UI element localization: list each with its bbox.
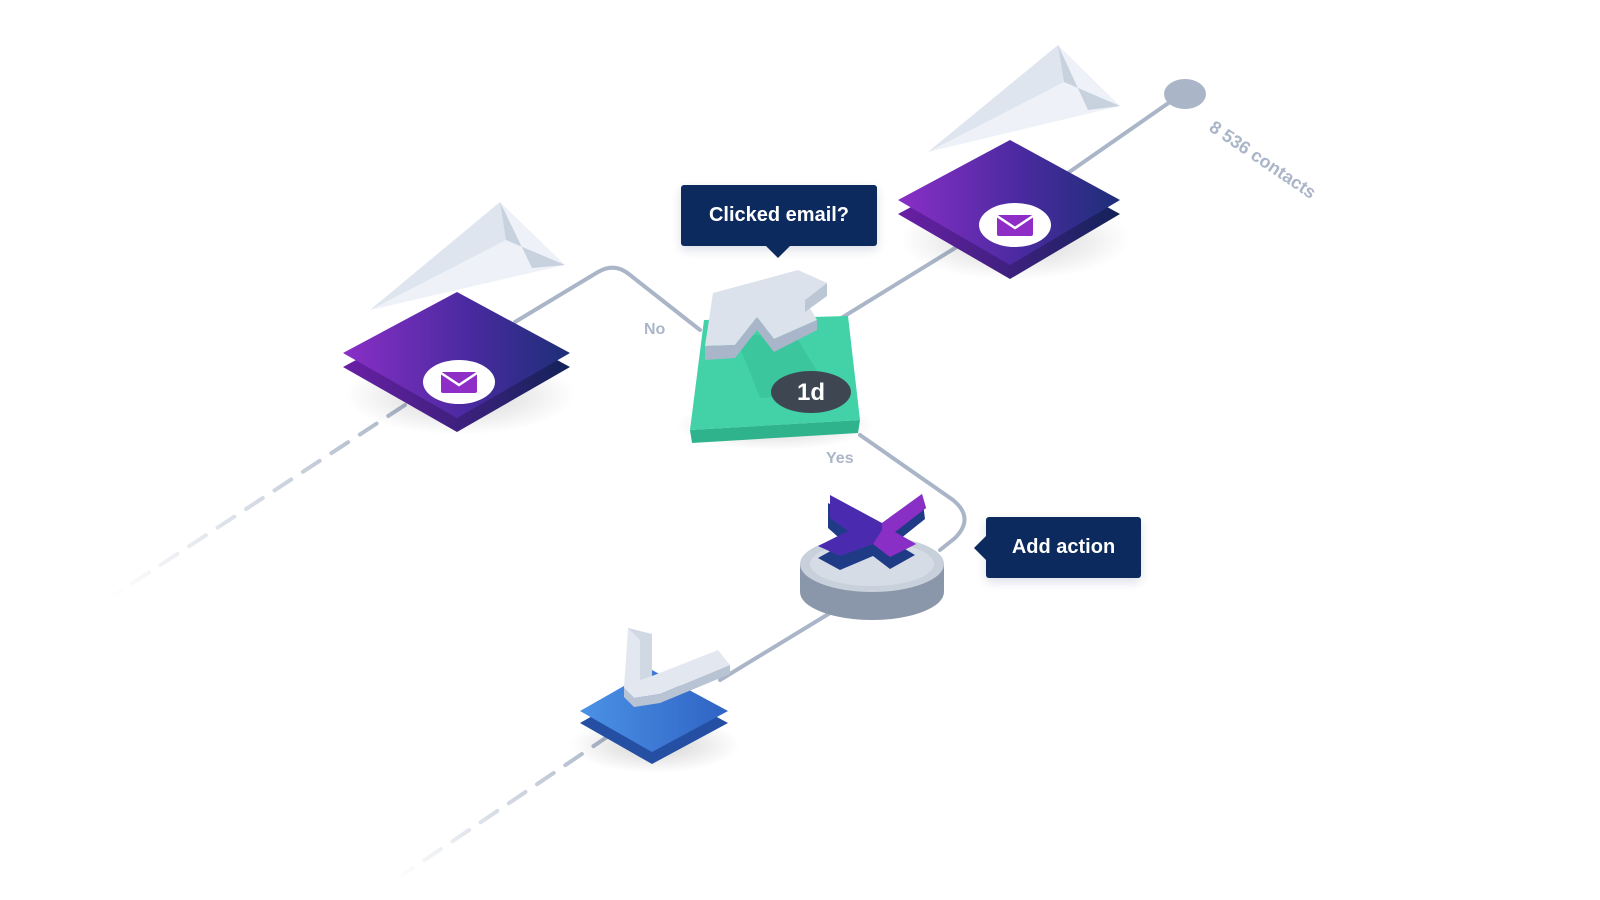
contacts-count-label: 8 536 contacts: [1206, 117, 1320, 203]
envelope-icon: [423, 360, 495, 404]
delay-badge-text: 1d: [797, 379, 825, 406]
clicked-email-label: Clicked email?: [708, 204, 850, 226]
email-node-2[interactable]: [343, 292, 575, 435]
connector-email-2-continue: [108, 403, 407, 600]
connector-end-continue: [393, 733, 612, 882]
end-node[interactable]: [570, 628, 740, 773]
paper-plane-icon: [928, 45, 1120, 152]
add-action-node[interactable]: [800, 494, 944, 620]
no-branch-label: No: [644, 321, 666, 338]
paper-plane-icon: [370, 202, 565, 310]
add-action-label: Add action: [1011, 536, 1116, 558]
connector-yes-branch: [858, 433, 967, 552]
email-node-1[interactable]: [898, 140, 1130, 280]
clicked-email-tooltip: Clicked email?: [681, 185, 877, 258]
connector-action-to-end: [718, 608, 837, 682]
arrow-icon: [705, 270, 827, 360]
delay-node[interactable]: 1d: [675, 270, 875, 450]
yes-branch-label: Yes: [826, 450, 854, 467]
flow-start-dot[interactable]: [1164, 79, 1206, 109]
add-action-tooltip[interactable]: Add action: [974, 517, 1141, 578]
envelope-icon: [979, 203, 1051, 247]
delay-badge: 1d: [771, 371, 851, 413]
checkmark-icon: [624, 628, 730, 707]
plus-icon: [818, 494, 926, 570]
connector-no-branch: [513, 265, 702, 332]
connector-start-to-email-1: [1063, 93, 1182, 177]
